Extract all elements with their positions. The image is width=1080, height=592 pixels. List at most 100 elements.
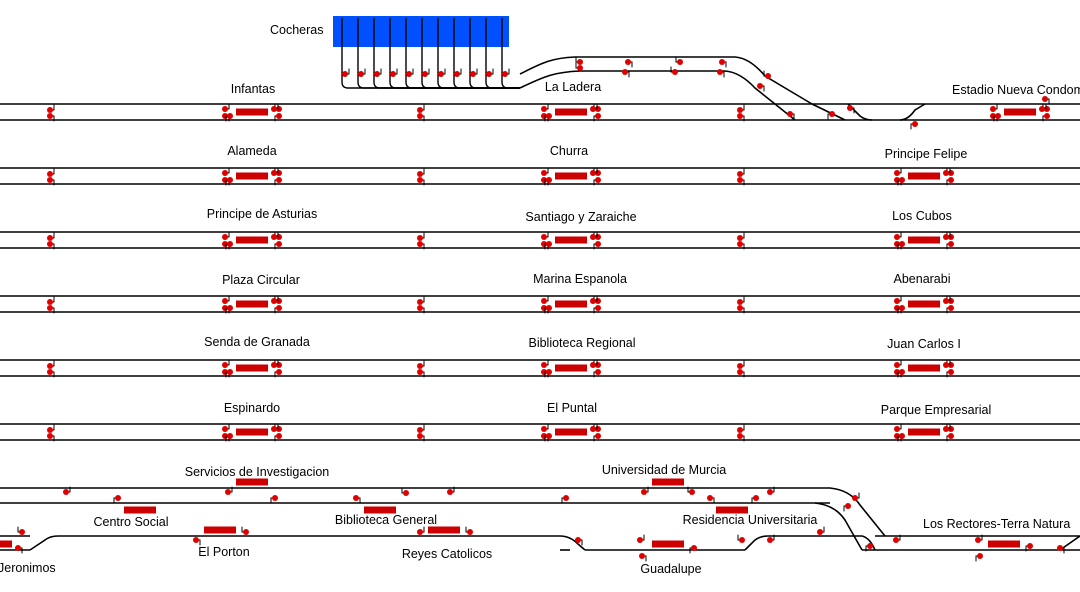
- signal[interactable]: [222, 295, 230, 304]
- signal[interactable]: [271, 423, 279, 432]
- signal[interactable]: [670, 66, 678, 75]
- signal[interactable]: [737, 305, 745, 314]
- signal[interactable]: [353, 495, 361, 504]
- signal[interactable]: [943, 295, 951, 304]
- station-label-principe-felipe[interactable]: Principe Felipe: [885, 147, 968, 161]
- signal[interactable]: [737, 534, 745, 543]
- signal[interactable]: [271, 231, 279, 240]
- signal[interactable]: [707, 495, 715, 504]
- signal[interactable]: [225, 241, 233, 250]
- signal[interactable]: [47, 433, 55, 442]
- signal[interactable]: [222, 423, 230, 432]
- station-label-plaza-circular[interactable]: Plaza Circular: [222, 273, 300, 287]
- signal[interactable]: [47, 232, 55, 241]
- signal[interactable]: [590, 103, 598, 112]
- signal[interactable]: [593, 305, 601, 314]
- signal[interactable]: [241, 526, 249, 535]
- signal[interactable]: [893, 534, 901, 543]
- signal[interactable]: [271, 359, 279, 368]
- signal[interactable]: [417, 305, 425, 314]
- signal[interactable]: [271, 295, 279, 304]
- station-label-el-puntal[interactable]: El Puntal: [547, 401, 597, 415]
- signal[interactable]: [270, 495, 278, 504]
- signal[interactable]: [541, 359, 549, 368]
- signal[interactable]: [374, 68, 382, 77]
- signal[interactable]: [593, 433, 601, 442]
- signal[interactable]: [757, 83, 765, 92]
- signal[interactable]: [222, 359, 230, 368]
- signal[interactable]: [544, 369, 552, 378]
- signal[interactable]: [787, 111, 795, 120]
- signal[interactable]: [417, 433, 425, 442]
- signal[interactable]: [894, 423, 902, 432]
- station-label-los-cubos[interactable]: Los Cubos: [892, 209, 952, 223]
- signal[interactable]: [274, 241, 282, 250]
- signal[interactable]: [737, 433, 745, 442]
- signal[interactable]: [897, 177, 905, 186]
- signal[interactable]: [946, 177, 954, 186]
- signal[interactable]: [946, 305, 954, 314]
- signal[interactable]: [225, 433, 233, 442]
- signal[interactable]: [15, 545, 23, 554]
- signal[interactable]: [593, 369, 601, 378]
- signal[interactable]: [541, 295, 549, 304]
- signal[interactable]: [225, 369, 233, 378]
- signal[interactable]: [47, 241, 55, 250]
- signal[interactable]: [544, 433, 552, 442]
- signal[interactable]: [406, 68, 414, 77]
- station-label-universidad-de-murcia[interactable]: Universidad de Murcia: [602, 463, 726, 477]
- signal[interactable]: [946, 241, 954, 250]
- signal[interactable]: [975, 553, 983, 562]
- signal[interactable]: [894, 231, 902, 240]
- station-label-marina-espanola[interactable]: Marina Espanola: [533, 272, 627, 286]
- signal[interactable]: [225, 305, 233, 314]
- signal[interactable]: [47, 296, 55, 305]
- signal[interactable]: [274, 177, 282, 186]
- signal[interactable]: [417, 168, 425, 177]
- signal[interactable]: [417, 177, 425, 186]
- station-label-santiago-y-zaraiche[interactable]: Santiago y Zaraiche: [525, 210, 636, 224]
- station-label-jeronimos[interactable]: Jeronimos: [0, 561, 56, 575]
- signal[interactable]: [639, 553, 647, 562]
- signal[interactable]: [946, 433, 954, 442]
- station-label-residencia-universitaria[interactable]: Residencia Universitaria: [683, 513, 818, 527]
- signal[interactable]: [465, 526, 473, 535]
- signal[interactable]: [47, 305, 55, 314]
- signal[interactable]: [575, 62, 583, 71]
- station-label-principe-de-asturias[interactable]: Principe de Asturias: [207, 207, 317, 221]
- signal[interactable]: [401, 487, 409, 496]
- signal[interactable]: [894, 359, 902, 368]
- signal[interactable]: [561, 495, 569, 504]
- signal[interactable]: [271, 103, 279, 112]
- signal[interactable]: [544, 241, 552, 250]
- signal[interactable]: [1057, 545, 1065, 554]
- signal[interactable]: [843, 503, 851, 512]
- signal[interactable]: [897, 241, 905, 250]
- signal[interactable]: [17, 526, 25, 535]
- signal[interactable]: [641, 486, 649, 495]
- signal[interactable]: [222, 167, 230, 176]
- station-label-churra[interactable]: Churra: [550, 144, 588, 158]
- signal[interactable]: [417, 360, 425, 369]
- station-label-guadalupe[interactable]: Guadalupe: [640, 562, 701, 576]
- signal[interactable]: [225, 113, 233, 122]
- station-label-senda-de-granada[interactable]: Senda de Granada: [204, 335, 310, 349]
- signal[interactable]: [975, 534, 983, 543]
- signal[interactable]: [417, 424, 425, 433]
- station-label-centro-social[interactable]: Centro Social: [93, 515, 168, 529]
- signal[interactable]: [737, 113, 745, 122]
- signal[interactable]: [541, 103, 549, 112]
- signal[interactable]: [422, 68, 430, 77]
- signal[interactable]: [675, 56, 683, 65]
- signal[interactable]: [274, 433, 282, 442]
- signal[interactable]: [222, 231, 230, 240]
- signal[interactable]: [222, 103, 230, 112]
- station-label-el-porton[interactable]: El Porton: [198, 545, 249, 559]
- signal[interactable]: [1025, 543, 1033, 552]
- signal[interactable]: [751, 495, 759, 504]
- signal[interactable]: [447, 486, 455, 495]
- signal[interactable]: [689, 545, 697, 554]
- signal[interactable]: [737, 296, 745, 305]
- signal[interactable]: [417, 296, 425, 305]
- signal[interactable]: [417, 232, 425, 241]
